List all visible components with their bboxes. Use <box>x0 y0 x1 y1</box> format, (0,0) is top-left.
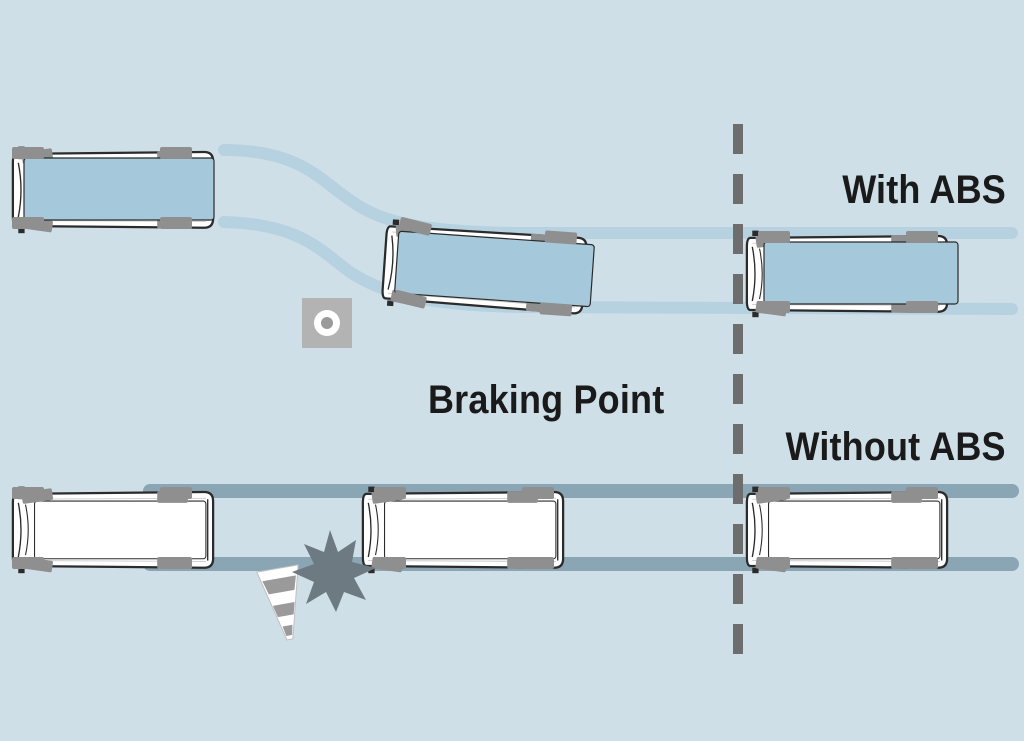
abs-van-start <box>11 145 215 235</box>
without-abs-label: Without ABS <box>785 425 1006 469</box>
no-abs-van-start <box>11 485 215 575</box>
with-abs-label: With ABS <box>842 168 1006 212</box>
abs-van-swerving <box>380 217 595 321</box>
no-abs-van-stopped <box>745 485 949 575</box>
abs-van-stopped <box>745 229 959 319</box>
impact-burst-icon <box>292 530 376 612</box>
target-icon <box>302 298 352 348</box>
no-abs-van-collision <box>361 485 565 575</box>
braking-point-label: Braking Point <box>428 378 665 422</box>
traffic-cone-icon <box>256 564 299 641</box>
